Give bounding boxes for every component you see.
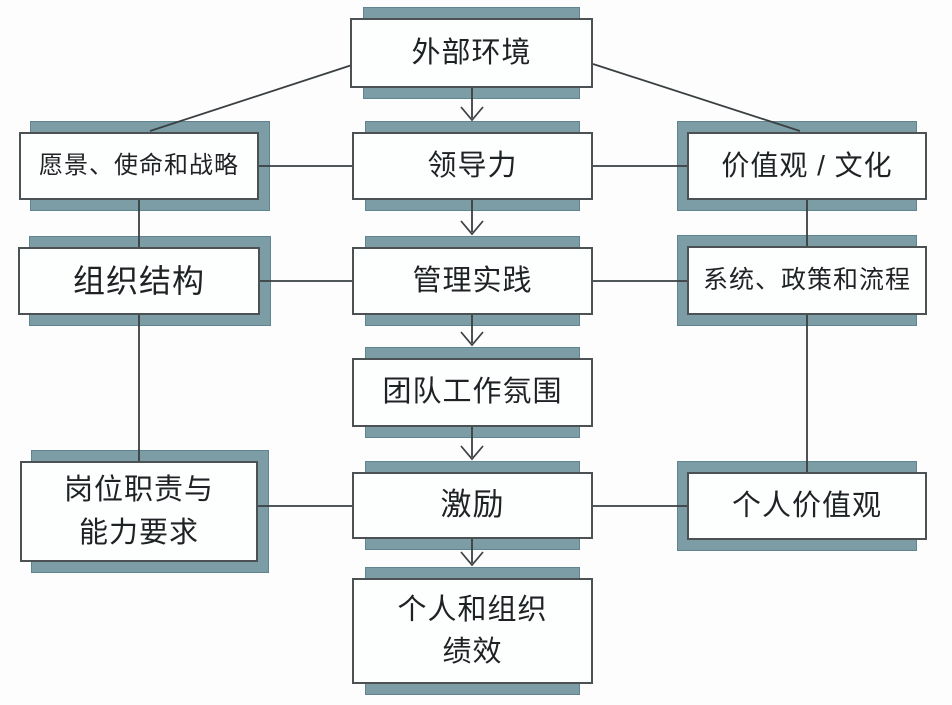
node-values-culture: 价值观 / 文化 <box>677 121 927 211</box>
node-box: 团队工作氛围 <box>352 358 593 427</box>
node-label: 个人价值观 <box>731 489 882 522</box>
node-personal-values: 个人价值观 <box>677 461 927 551</box>
node-label: 组织结构 <box>72 262 205 299</box>
node-label: 管理实践 <box>412 264 533 297</box>
node-motivation: 激励 <box>352 461 593 550</box>
arrowhead-leadership <box>460 106 484 122</box>
node-box: 管理实践 <box>352 247 593 315</box>
arrowhead-mgmt-practice <box>460 220 484 236</box>
node-box: 领导力 <box>352 132 593 200</box>
node-box: 外部环境 <box>350 18 593 88</box>
node-box: 愿景、使命和战略 <box>19 132 259 200</box>
node-job-responsibilities: 岗位职责与 能力要求 <box>20 450 269 573</box>
node-systems-policies-processes: 系统、政策和流程 <box>677 235 927 326</box>
node-label: 激励 <box>440 487 505 523</box>
node-mgmt-practice: 管理实践 <box>352 236 593 326</box>
node-box: 个人和组织 绩效 <box>352 578 593 684</box>
node-label: 个人和组织 绩效 <box>397 593 548 668</box>
node-team-climate: 团队工作氛围 <box>352 347 593 438</box>
node-leadership: 领导力 <box>352 121 593 211</box>
node-label: 外部环境 <box>411 36 532 69</box>
node-label: 领导力 <box>427 149 518 182</box>
node-box: 系统、政策和流程 <box>687 246 927 315</box>
arrowhead-motivation <box>460 445 484 461</box>
arrowhead-performance <box>460 551 484 567</box>
arrowhead-team-climate <box>460 331 484 347</box>
node-box: 个人价值观 <box>687 472 927 540</box>
node-box: 岗位职责与 能力要求 <box>20 461 258 562</box>
node-external-environment: 外部环境 <box>350 7 593 99</box>
node-performance: 个人和组织 绩效 <box>352 567 593 695</box>
node-org-structure: 组织结构 <box>18 236 271 326</box>
node-box: 组织结构 <box>18 247 260 315</box>
node-label: 团队工作氛围 <box>382 376 563 409</box>
node-label: 岗位职责与 能力要求 <box>63 474 214 549</box>
node-box: 价值观 / 文化 <box>687 132 927 200</box>
node-vision-mission-strategy: 愿景、使命和战略 <box>19 121 270 211</box>
node-label: 愿景、使命和战略 <box>39 151 239 179</box>
node-box: 激励 <box>352 472 593 539</box>
node-label: 系统、政策和流程 <box>702 266 911 295</box>
node-label: 价值观 / 文化 <box>721 149 893 181</box>
